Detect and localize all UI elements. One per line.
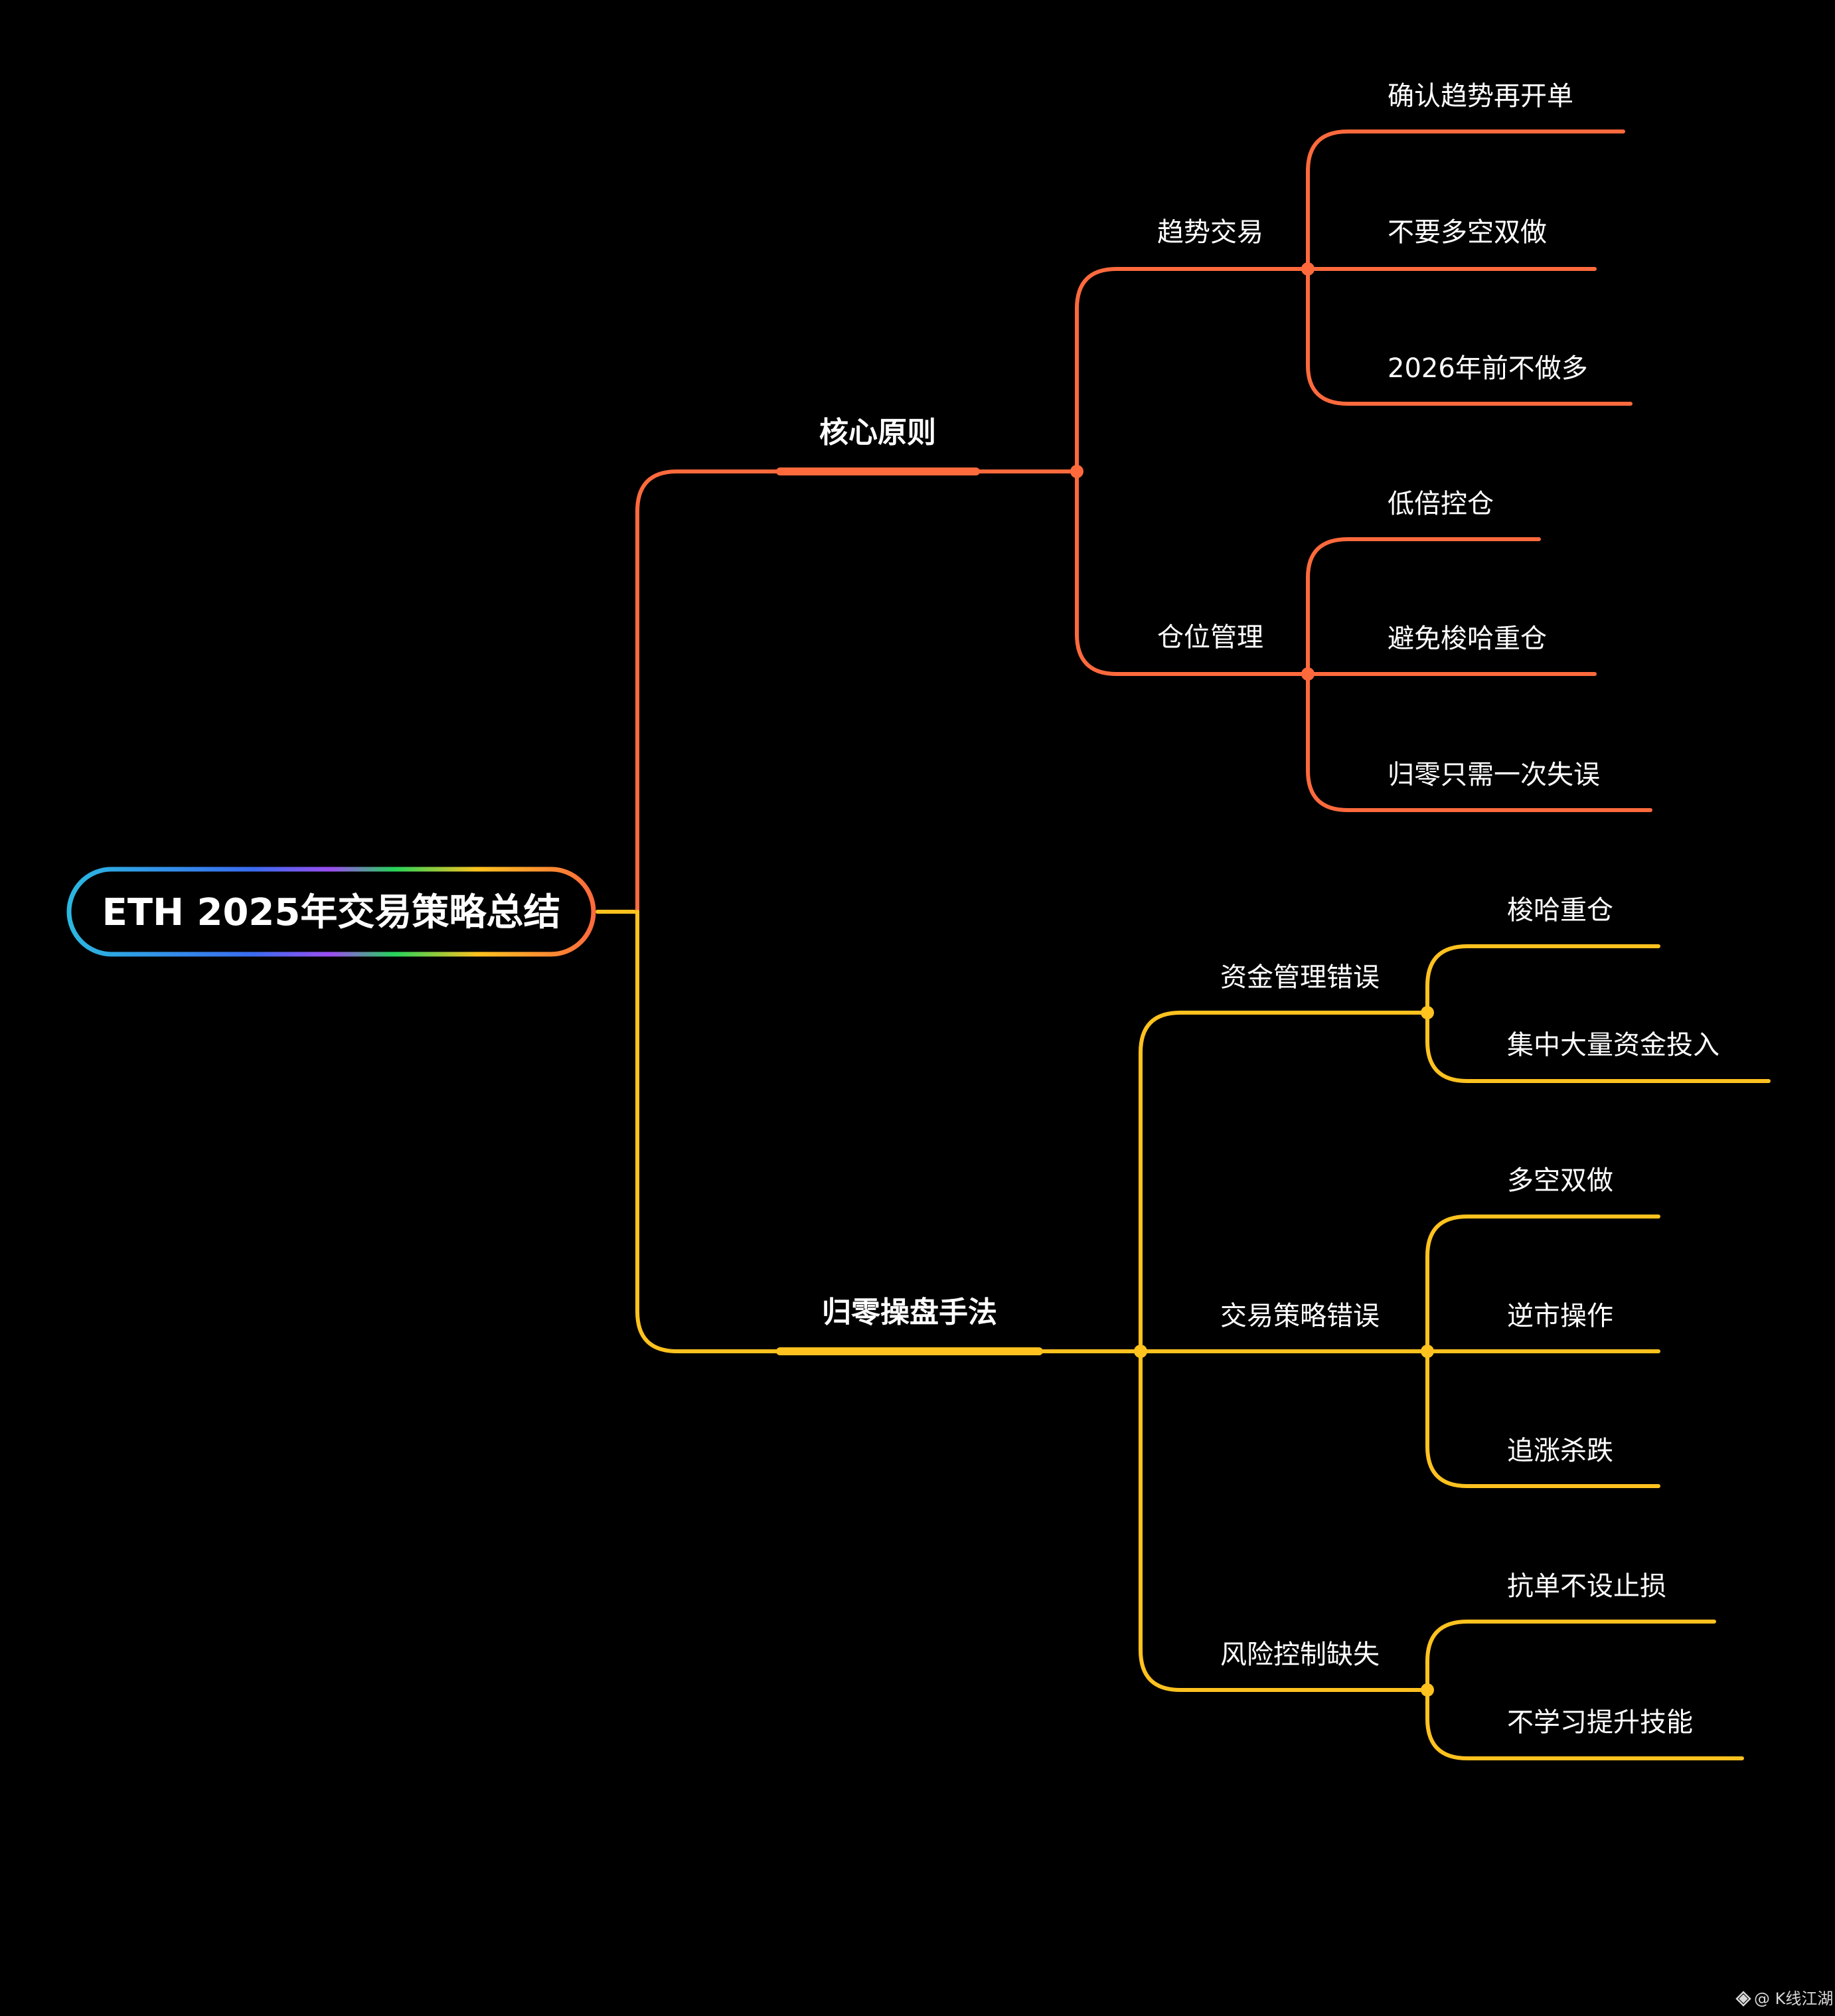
leaf-all-in-heavy[interactable]: 梭哈重仓 — [1507, 895, 1613, 926]
branch-zero-tactics-lines — [776, 944, 1771, 1760]
node-trend-trading[interactable]: 趋势交易 — [1157, 217, 1263, 248]
root-connectors — [596, 469, 782, 1353]
connector-root-to-core-principles — [635, 469, 782, 914]
hub-dot-money-mgmt-errors — [1421, 1006, 1434, 1019]
root-node-border — [66, 867, 596, 957]
leaf-long-short-both[interactable]: 多空双做 — [1507, 1165, 1613, 1196]
connector-money-child-2 — [1425, 1011, 1771, 1083]
node-position-management[interactable]: 仓位管理 — [1157, 622, 1263, 653]
branch-zero-tactics-dots — [1134, 1006, 1434, 1697]
hub-dot-strategy-errors — [1421, 1345, 1434, 1358]
leaf-no-skill-improvement[interactable]: 不学习提升技能 — [1507, 1707, 1693, 1738]
root-node-label: ETH 2025年交易策略总结 — [102, 891, 561, 934]
node-zero-tactics[interactable]: 归零操盘手法 — [822, 1296, 997, 1329]
node-money-mgmt-errors[interactable]: 资金管理错误 — [1220, 962, 1380, 993]
branch-core-principles-lines — [776, 129, 1652, 812]
leaf-chase-highs-sell-lows[interactable]: 追涨杀跌 — [1507, 1436, 1613, 1466]
connector-strategy-child-3 — [1425, 1349, 1660, 1488]
connector-trend-child-1 — [1306, 129, 1625, 271]
leaf-concentrated-capital[interactable]: 集中大量资金投入 — [1507, 1030, 1719, 1060]
watermark-text: @ K线江湖 — [1754, 1989, 1833, 2008]
hub-dot-trend-trading — [1301, 262, 1315, 276]
connector-position-child-3 — [1306, 672, 1652, 812]
connector-risk-child-2 — [1425, 1688, 1744, 1760]
connector-to-position-management — [1075, 469, 1310, 676]
watermark: @ K线江湖 — [1735, 1989, 1833, 2008]
leaf-confirm-trend[interactable]: 确认趋势再开单 — [1388, 81, 1573, 112]
connector-money-child-1 — [1425, 944, 1660, 1015]
leaf-no-long-before-2026[interactable]: 2026年前不做多 — [1388, 353, 1588, 384]
leaf-zero-one-mistake[interactable]: 归零只需一次失误 — [1388, 760, 1600, 790]
connector-risk-child-1 — [1425, 1620, 1716, 1692]
connector-strategy-child-1 — [1425, 1215, 1660, 1353]
connector-to-risk-control — [1139, 1349, 1429, 1692]
connector-root-to-zero-tactics — [635, 910, 782, 1353]
leaf-low-leverage[interactable]: 低倍控仓 — [1388, 489, 1494, 519]
node-risk-control-missing[interactable]: 风险控制缺失 — [1220, 1639, 1380, 1670]
hub-dot-position-management — [1301, 667, 1315, 681]
leaf-no-stop-loss[interactable]: 抗单不设止损 — [1507, 1571, 1666, 1602]
connector-to-trend-trading — [1075, 267, 1310, 473]
connector-to-money-mgmt-errors — [1139, 1011, 1429, 1353]
diamond-logo-icon — [1735, 1991, 1751, 2007]
connector-trend-child-3 — [1306, 267, 1633, 406]
node-core-principles[interactable]: 核心原则 — [819, 416, 936, 450]
node-strategy-errors[interactable]: 交易策略错误 — [1220, 1301, 1380, 1331]
connector-position-child-1 — [1306, 537, 1541, 676]
root-node[interactable]: ETH 2025年交易策略总结 — [66, 867, 596, 957]
leaf-no-long-short-both[interactable]: 不要多空双做 — [1388, 217, 1547, 248]
hub-dot-core-principles — [1070, 465, 1083, 478]
leaf-avoid-all-in[interactable]: 避免梭哈重仓 — [1388, 624, 1547, 654]
leaf-counter-trend[interactable]: 逆市操作 — [1507, 1301, 1613, 1331]
hub-dot-zero-tactics — [1134, 1345, 1147, 1358]
branch-core-principles-dots — [1070, 262, 1315, 681]
hub-dot-risk-control — [1421, 1683, 1434, 1697]
